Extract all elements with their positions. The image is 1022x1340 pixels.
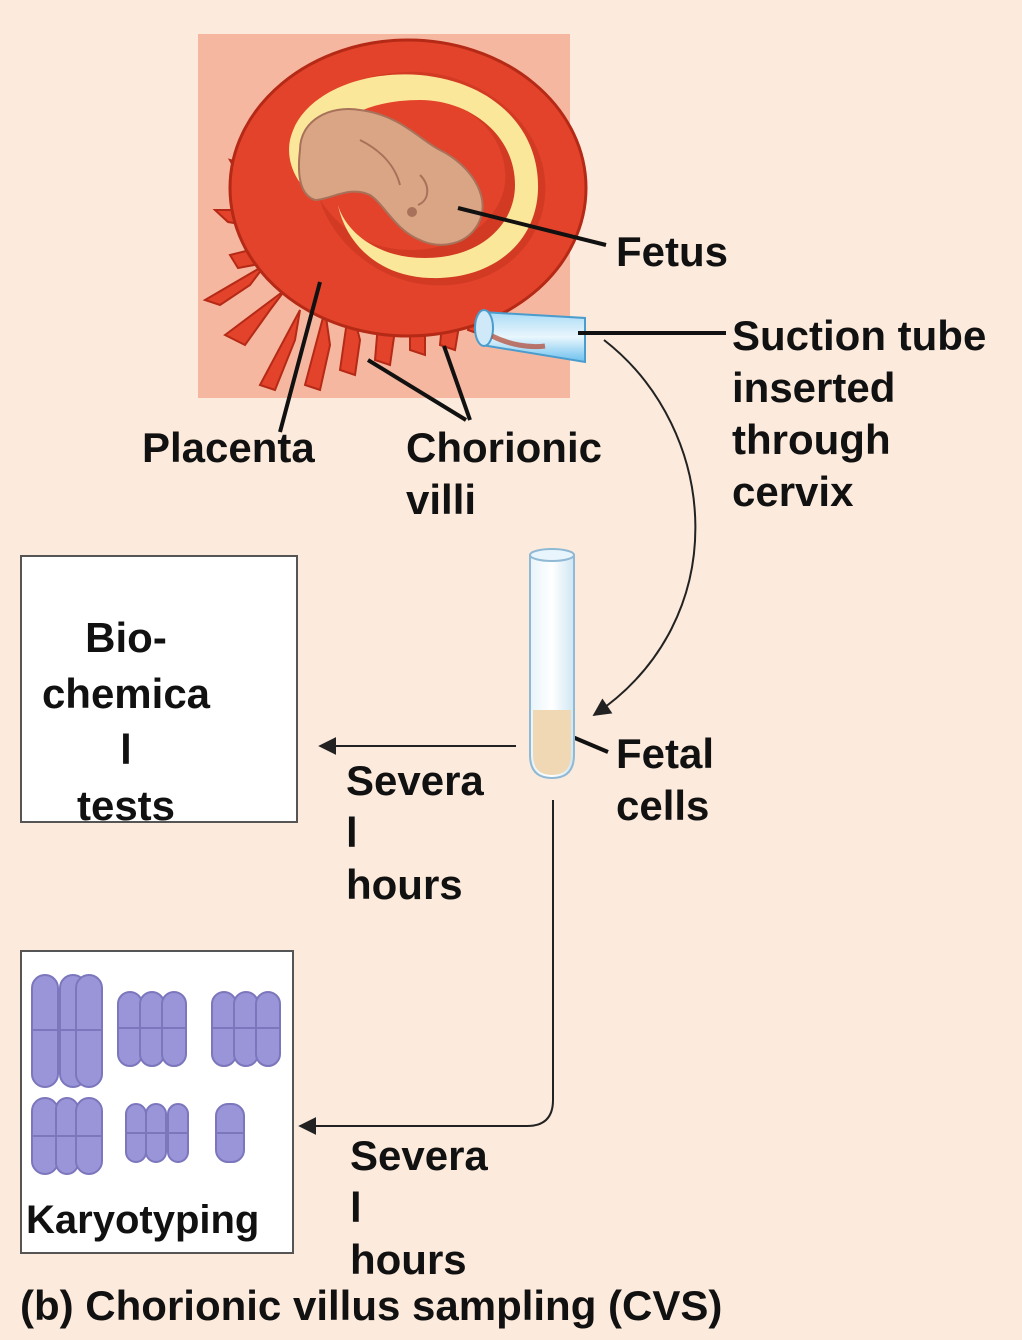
placenta-label: Placenta bbox=[142, 422, 315, 474]
chorionic-villi-label: Chorionic villi bbox=[406, 422, 602, 526]
biochemical-tests-label: Bio- chemica l tests bbox=[26, 610, 226, 834]
fetus-label: Fetus bbox=[616, 226, 728, 278]
several-hours-label-1: Severa l hours bbox=[346, 755, 484, 911]
karyotyping-label: Karyotyping bbox=[26, 1194, 259, 1246]
figure-caption: (b) Chorionic villus sampling (CVS) bbox=[20, 1280, 722, 1332]
fetal-cells-test-tube bbox=[530, 549, 574, 778]
suction-tube-label: Suction tube inserted through cervix bbox=[732, 310, 986, 518]
fetal-cells-label: Fetal cells bbox=[616, 728, 714, 832]
several-hours-label-2: Severa l hours bbox=[350, 1130, 488, 1286]
